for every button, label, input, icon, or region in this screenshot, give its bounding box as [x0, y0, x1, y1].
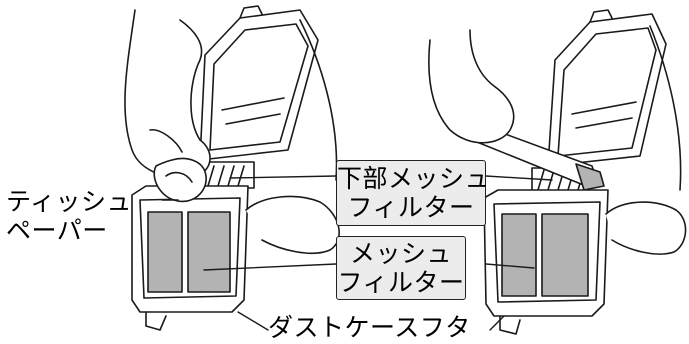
- lower-mesh-filter-label-line1: 下部メッシュ: [337, 164, 491, 193]
- left-hand-side: [245, 195, 340, 254]
- lower-mesh-filter-label-line2: フィルター: [347, 193, 475, 222]
- tissue-paper-label: ティッシュ ペーパー: [6, 187, 132, 245]
- left-hand-top: [124, 9, 211, 179]
- left-dust-case: [124, 5, 340, 331]
- right-lid: [547, 13, 667, 167]
- right-dust-case: [428, 9, 687, 335]
- tissue-paper-label-line2: ペーパー: [6, 216, 108, 245]
- tissue-paper-label-line1: ティッシュ: [6, 187, 133, 216]
- mesh-filter-label-line2: フィルター: [337, 268, 465, 297]
- right-mesh-filter-b: [541, 213, 589, 297]
- left-mesh-filter-a: [147, 211, 183, 293]
- right-mesh-filter-a: [501, 213, 537, 297]
- right-hand-top: [428, 29, 515, 144]
- right-hand-side: [605, 201, 687, 255]
- mesh-filter-callout: メッシュ フィルター: [336, 236, 466, 300]
- mesh-filter-label-line1: メッシュ: [349, 239, 452, 268]
- dust-case-lid-label: ダストケースフタ: [268, 313, 471, 342]
- left-mesh-filter-b: [187, 211, 231, 293]
- lower-mesh-filter-callout: 下部メッシュ フィルター: [336, 160, 491, 226]
- tissue-paper: [153, 157, 207, 203]
- leader-lines: [161, 175, 553, 331]
